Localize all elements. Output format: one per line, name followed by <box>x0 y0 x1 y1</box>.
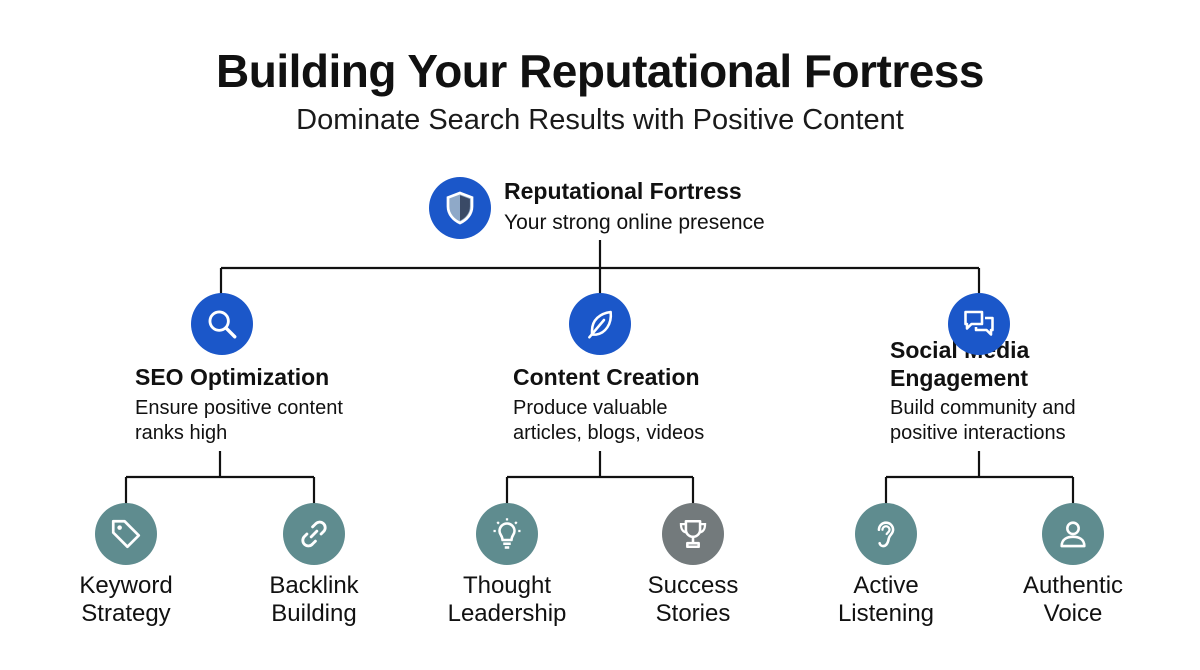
ear-icon <box>877 521 895 548</box>
thought-leadership-circle <box>476 503 538 565</box>
person-icon <box>1060 521 1086 548</box>
social-desc-line1: Build community and <box>890 397 1076 419</box>
seo-desc-line1: Ensure positive content <box>135 397 343 419</box>
leaf-authentic-voice: Authentic Voice <box>1022 572 1124 627</box>
chat-bubbles-icon <box>964 310 994 336</box>
social-title-line2: Engagement <box>890 365 1029 391</box>
content-node-circle <box>569 293 631 355</box>
root-node-circle <box>429 177 491 239</box>
social-desc-line2: positive interactions <box>890 422 1066 444</box>
content-desc-line2: articles, blogs, videos <box>513 422 705 444</box>
feather-icon <box>588 310 613 339</box>
leaf-active-listening: Active Listening <box>837 572 935 627</box>
tag-icon <box>111 519 141 549</box>
shield-icon <box>446 191 474 225</box>
leaf-thought-leadership: Thought Leadership <box>447 572 567 627</box>
trophy-icon <box>679 519 707 549</box>
page-subtitle: Dominate Search Results with Positive Co… <box>296 104 904 136</box>
leaf-success-stories: Success Stories <box>647 572 739 627</box>
active-listening-circle <box>855 503 917 565</box>
leaf-backlink-building: Backlink Building <box>269 572 359 627</box>
page-title: Building Your Reputational Fortress <box>216 45 984 97</box>
seo-node-circle <box>191 293 253 355</box>
magnifier-icon <box>208 310 237 339</box>
social-node-circle <box>948 293 1010 355</box>
seo-title: SEO Optimization <box>135 364 330 390</box>
root-subtitle: Your strong online presence <box>504 211 765 234</box>
seo-desc-line2: ranks high <box>135 422 228 444</box>
authentic-voice-circle <box>1042 503 1104 565</box>
success-stories-circle <box>662 503 724 565</box>
content-desc-line1: Produce valuable <box>513 397 668 419</box>
link-icon <box>301 520 327 548</box>
root-title: Reputational Fortress <box>504 178 742 204</box>
backlink-building-circle <box>283 503 345 565</box>
keyword-strategy-circle <box>95 503 157 565</box>
content-title: Content Creation <box>513 364 700 390</box>
lightbulb-icon <box>493 518 521 549</box>
leaf-keyword-strategy: Keyword Strategy <box>79 572 173 627</box>
